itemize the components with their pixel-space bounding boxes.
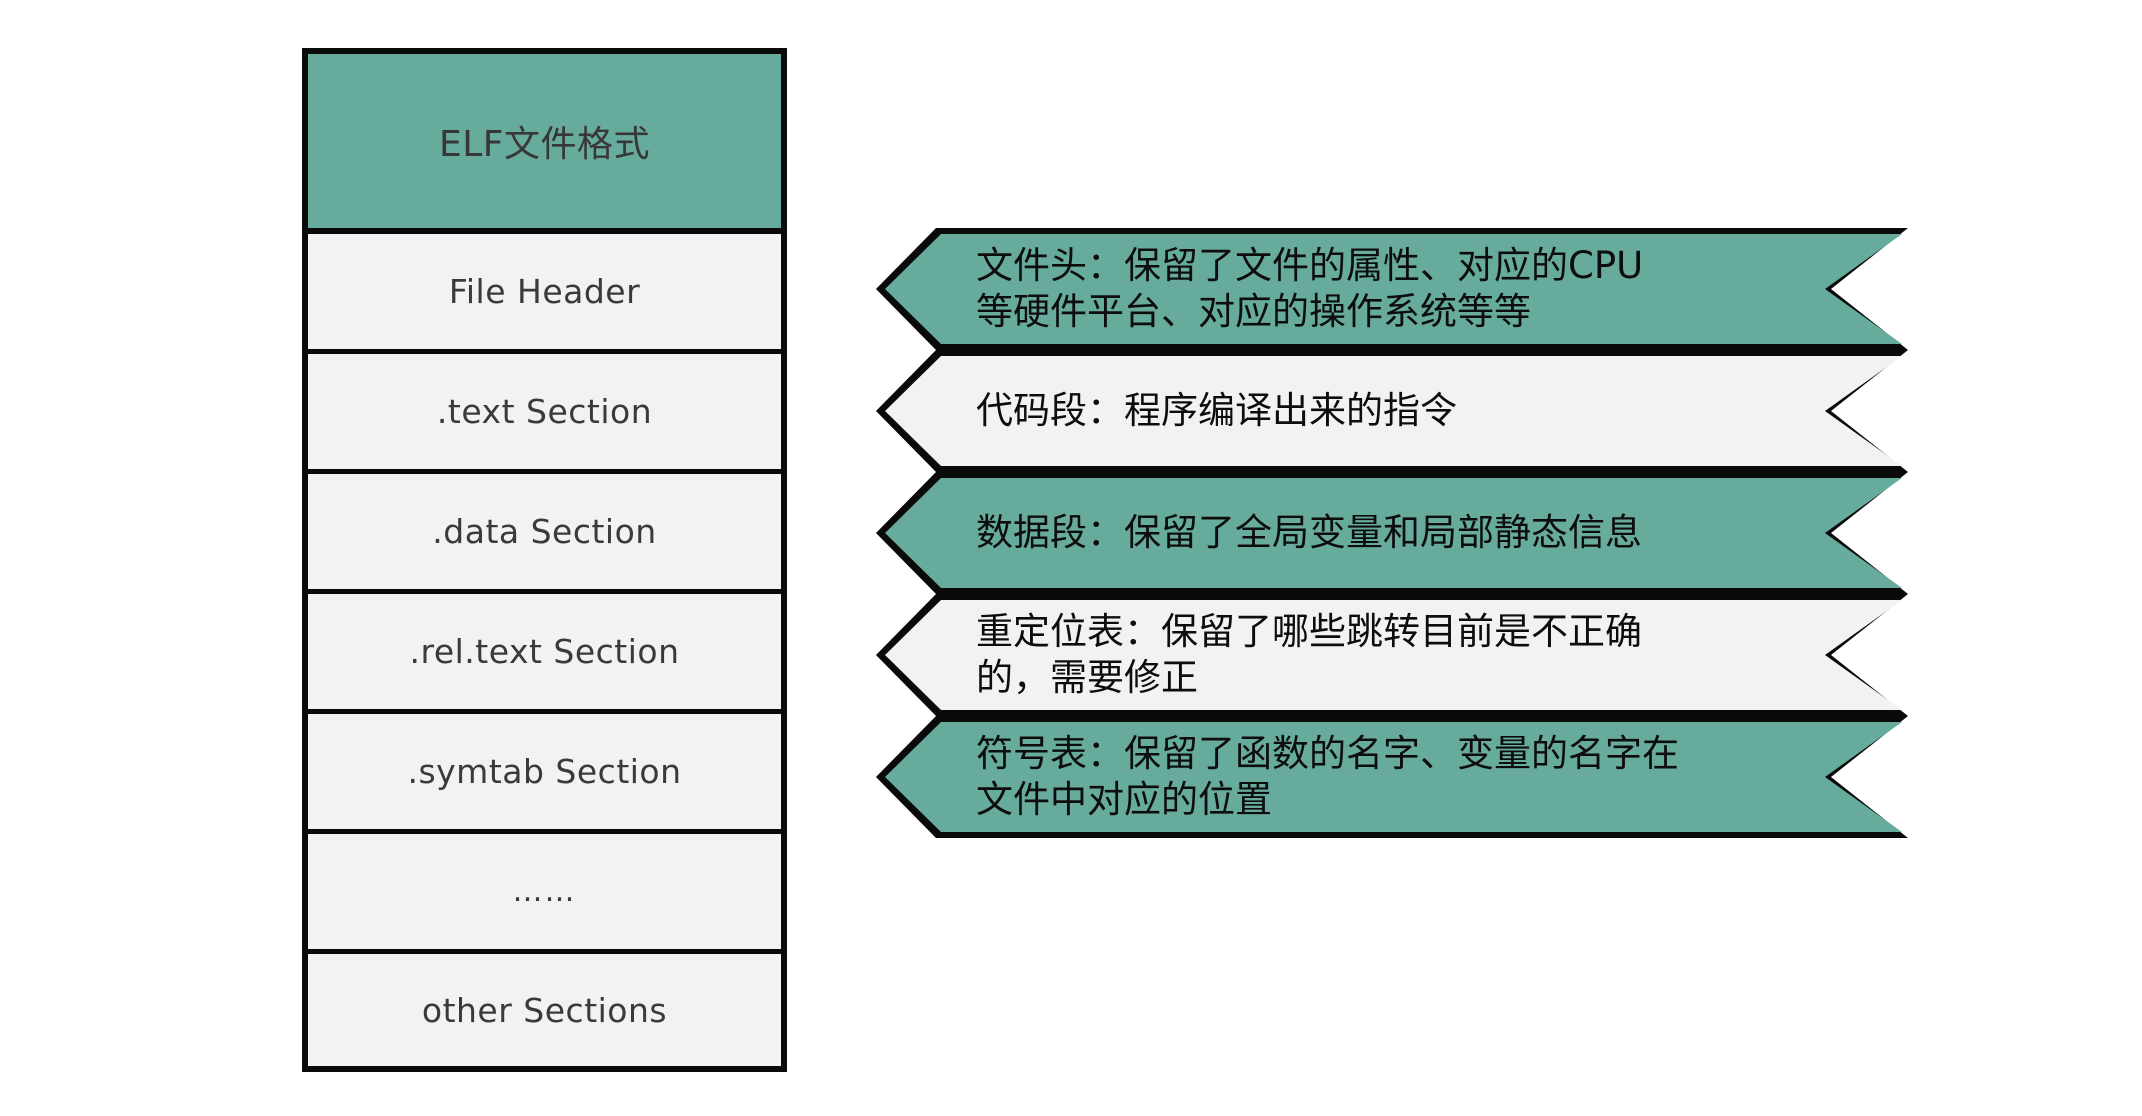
banner-text: 重定位表：保留了哪些跳转目前是不正确 的，需要修正 [976,594,1796,716]
banner-text: 文件头：保留了文件的属性、对应的CPU 等硬件平台、对应的操作系统等等 [976,228,1796,350]
banner-stack: 文件头：保留了文件的属性、对应的CPU 等硬件平台、对应的操作系统等等 代码段：… [876,228,1908,838]
elf-row-other-sections: other Sections [308,954,781,1066]
banner-line-1: 符号表：保留了函数的名字、变量的名字在 [976,732,1679,776]
banner-file-header: 文件头：保留了文件的属性、对应的CPU 等硬件平台、对应的操作系统等等 [876,228,1908,350]
elf-row-file-header: File Header [308,234,781,354]
banner-line-2: 文件中对应的位置 [976,778,1272,821]
banner-data-section: 数据段：保留了全局变量和局部静态信息 [876,472,1908,594]
banner-line-1: 代码段：程序编译出来的指令 [976,389,1457,433]
banner-rel-text-section: 重定位表：保留了哪些跳转目前是不正确 的，需要修正 [876,594,1908,716]
banner-line-1: 数据段：保留了全局变量和局部静态信息 [976,511,1642,555]
banner-line-2: 等硬件平台、对应的操作系统等等 [976,290,1531,333]
ribbon-fill-shape [885,234,1902,344]
banner-text-section: 代码段：程序编译出来的指令 [876,350,1908,472]
elf-row-text-section: .text Section [308,354,781,474]
elf-file-format-table: ELF文件格式 File Header .text Section .data … [302,48,787,1072]
banner-text: 代码段：程序编译出来的指令 [976,350,1796,472]
elf-row-data-section: .data Section [308,474,781,594]
banner-symtab-section: 符号表：保留了函数的名字、变量的名字在 文件中对应的位置 [876,716,1908,838]
ribbon-fill-shape [885,722,1902,832]
elf-row-symtab-section: .symtab Section [308,714,781,834]
ribbon-fill-shape [885,478,1902,588]
banner-line-1: 文件头：保留了文件的属性、对应的CPU [976,244,1644,288]
banner-line-1: 重定位表：保留了哪些跳转目前是不正确 [976,610,1642,654]
banner-line-2: 的，需要修正 [976,656,1198,699]
elf-table-header: ELF文件格式 [308,54,781,234]
banner-text: 符号表：保留了函数的名字、变量的名字在 文件中对应的位置 [976,716,1796,838]
ribbon-fill-shape [885,356,1902,466]
ribbon-fill-shape [885,600,1902,710]
elf-row-rel-text-section: .rel.text Section [308,594,781,714]
elf-row-ellipsis: …… [308,834,781,954]
banner-text: 数据段：保留了全局变量和局部静态信息 [976,472,1796,594]
